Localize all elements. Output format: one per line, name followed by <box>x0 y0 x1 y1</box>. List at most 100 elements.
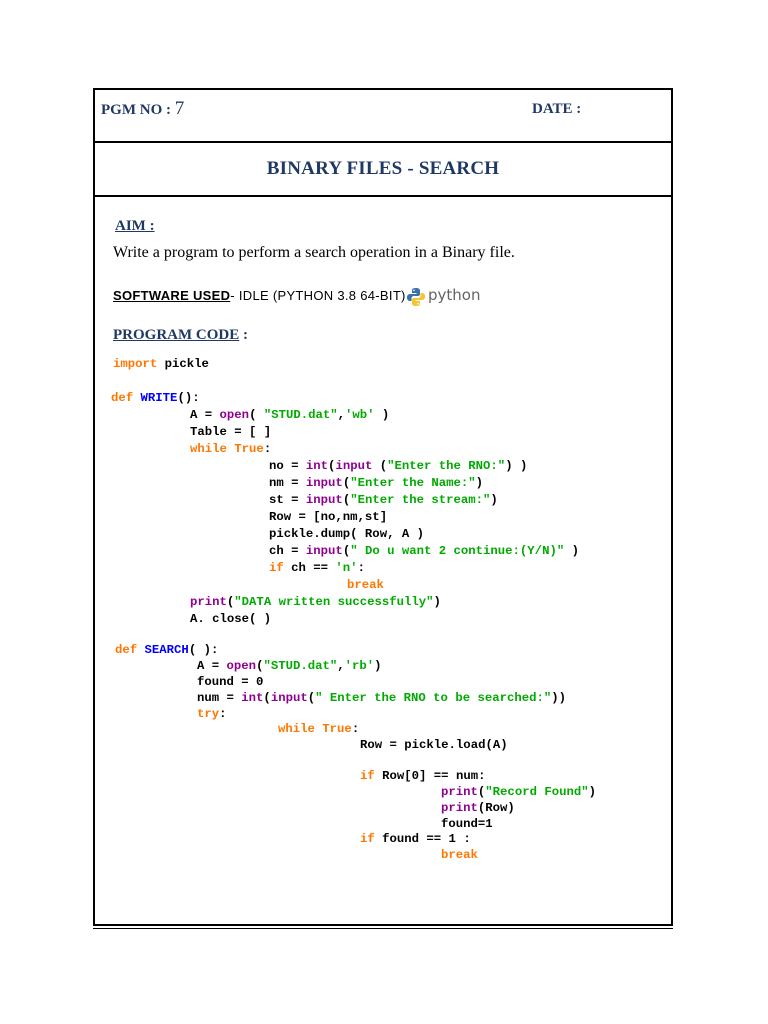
code-token: 'wb' <box>345 408 375 422</box>
code-line: Row = [no,nm,st] <box>269 510 387 524</box>
code-line: try: <box>197 707 227 721</box>
code-token: found=1 <box>441 817 493 831</box>
python-logo-word: python <box>428 286 481 304</box>
code-token: input <box>335 459 373 473</box>
code-token: SEARCH <box>144 643 189 657</box>
code-token: while <box>190 442 227 456</box>
python-logo: python <box>406 286 481 307</box>
code-token: ) <box>374 659 382 673</box>
code-token: input <box>305 493 343 507</box>
program-number-label: PGM NO : <box>101 102 175 118</box>
code-line: if Row[0] == num: <box>360 769 485 783</box>
code-token: ( <box>249 408 264 422</box>
code-token: A = <box>190 408 220 422</box>
code-line: print(Row) <box>441 801 515 815</box>
code-line: print("Record Found") <box>441 785 596 799</box>
code-line: found = 0 <box>197 675 263 689</box>
program-number-value: 7 <box>174 98 185 119</box>
code-token: open <box>219 408 250 422</box>
code-line: if ch == 'n': <box>269 561 365 575</box>
code-line: while True: <box>190 442 271 456</box>
code-token: int <box>305 459 329 473</box>
code-line: import pickle <box>113 357 209 371</box>
code-token: ( <box>328 459 336 473</box>
program-code-heading-suffix: : <box>239 327 248 343</box>
code-token: "STUD.dat" <box>263 408 338 422</box>
code-token: if <box>269 561 284 575</box>
code-token: : <box>263 442 272 456</box>
code-token: print <box>190 595 227 609</box>
code-token: " Do u want 2 continue:(Y/N)" <box>350 544 565 558</box>
code-token: ( <box>477 785 486 799</box>
code-line: Table = [ ] <box>190 425 271 439</box>
code-token: ( <box>263 691 271 705</box>
code-token: )) <box>551 691 567 705</box>
code-token: print <box>441 801 478 815</box>
code-token: Row = pickle.load(A) <box>360 738 508 752</box>
code-token: input <box>270 691 308 705</box>
code-token: ( ): <box>188 643 219 657</box>
code-token: ( <box>342 493 351 507</box>
code-token: ( <box>256 659 264 673</box>
code-line: nm = input("Enter the Name:") <box>269 476 483 490</box>
code-token: ( <box>342 476 351 490</box>
code-token: if <box>360 832 375 846</box>
code-token: A. close( ) <box>190 612 272 626</box>
code-token: "STUD.dat" <box>263 659 338 673</box>
code-token <box>137 643 144 657</box>
code-token: ) ) <box>505 459 528 473</box>
code-token: int <box>241 691 264 705</box>
code-token: found = 0 <box>197 675 264 689</box>
code-line: break <box>347 578 384 592</box>
header-row: PGM NO : 7 DATE : <box>95 90 671 143</box>
date-label: DATE : <box>532 101 582 117</box>
code-line: print("DATA written successfully") <box>190 595 441 609</box>
code-token: Table = [ ] <box>190 425 272 439</box>
program-number: PGM NO : 7 <box>101 98 184 120</box>
code-line: Row = pickle.load(A) <box>360 738 508 752</box>
software-used-value: - IDLE (PYTHON 3.8 64-BIT) <box>230 288 406 303</box>
code-token: : <box>219 707 227 721</box>
code-token: WRITE <box>140 391 178 405</box>
code-token: "Enter the RNO:" <box>387 459 506 473</box>
code-token: import <box>113 357 158 371</box>
code-line: ch = input(" Do u want 2 continue:(Y/N)"… <box>269 544 579 558</box>
code-line: if found == 1 : <box>360 832 471 846</box>
code-line: def WRITE(): <box>111 391 200 405</box>
aim-text: Write a program to perform a search oper… <box>113 244 515 261</box>
code-line: st = input("Enter the stream:") <box>269 493 498 507</box>
code-token: (Row) <box>477 801 515 815</box>
code-token: num = <box>197 691 242 705</box>
code-token: ) <box>490 493 498 507</box>
code-token: ) <box>475 476 484 490</box>
code-token: : <box>357 561 365 575</box>
code-token: input <box>305 544 343 558</box>
code-token: pickle <box>157 357 209 371</box>
code-token: try <box>197 707 220 721</box>
page-title: BINARY FILES - SEARCH <box>266 158 500 179</box>
code-token: ch == <box>283 561 336 575</box>
software-used-label: SOFTWARE USED <box>113 288 231 303</box>
code-line: break <box>441 848 478 862</box>
code-token: ) <box>433 595 441 609</box>
code-token: 'rb' <box>344 659 375 673</box>
code-token: (): <box>177 391 200 405</box>
code-token: , <box>337 659 345 673</box>
code-line: A = open("STUD.dat",'rb') <box>197 659 382 673</box>
program-code-heading-label: PROGRAM CODE <box>113 327 240 343</box>
code-token: 'n' <box>335 561 358 575</box>
code-token: "DATA written successfully" <box>234 595 434 609</box>
code-line: num = int(input(" Enter the RNO to be se… <box>197 691 566 705</box>
code-token: open <box>226 659 257 673</box>
code-line: while True: <box>278 722 359 736</box>
code-line: pickle.dump( Row, A ) <box>269 527 424 541</box>
code-token: print <box>441 785 478 799</box>
code-token: break <box>347 578 384 592</box>
code-token: while <box>278 722 315 736</box>
code-line: A = open( "STUD.dat",'wb' ) <box>190 408 389 422</box>
python-snake-icon <box>407 288 425 306</box>
code-token: Row[0] == num: <box>374 769 486 783</box>
code-token: Row = [no,nm,st] <box>269 510 388 524</box>
code-token: found == 1 : <box>374 832 471 846</box>
code-token: "Enter the stream:" <box>350 493 491 507</box>
